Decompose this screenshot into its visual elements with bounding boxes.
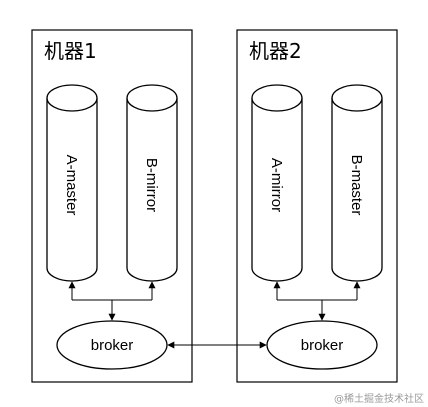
queue-b-mirror-label: B-mirror: [143, 158, 160, 212]
queue-a-mirror-cylinder: A-mirror: [251, 84, 303, 282]
machine-2-title: 机器2: [249, 39, 302, 63]
queue-b-master-label: B-master: [348, 155, 365, 216]
queue-b-mirror-cylinder: B-mirror: [126, 84, 178, 282]
queue-a-master-cylinder: A-master: [46, 84, 98, 282]
machine-2-box: 机器2 A-mirror B-master broker: [236, 29, 398, 383]
broker-2-label: broker: [301, 337, 344, 354]
broker-1-label: broker: [91, 337, 134, 354]
broker-2-ellipse: broker: [266, 320, 378, 370]
queue-a-mirror-label: A-mirror: [268, 158, 285, 212]
machine-1-title: 机器1: [44, 39, 97, 63]
queue-a-master-label: A-master: [63, 155, 80, 216]
machine-1-connector: [68, 281, 156, 321]
watermark-text: @稀土掘金技术社区: [334, 392, 424, 405]
queue-b-master-cylinder: B-master: [331, 84, 383, 282]
machine-2-connector: [273, 281, 361, 321]
machine-1-box: 机器1 A-master B-mirror broker: [31, 29, 193, 383]
broker-1-ellipse: broker: [56, 320, 168, 370]
